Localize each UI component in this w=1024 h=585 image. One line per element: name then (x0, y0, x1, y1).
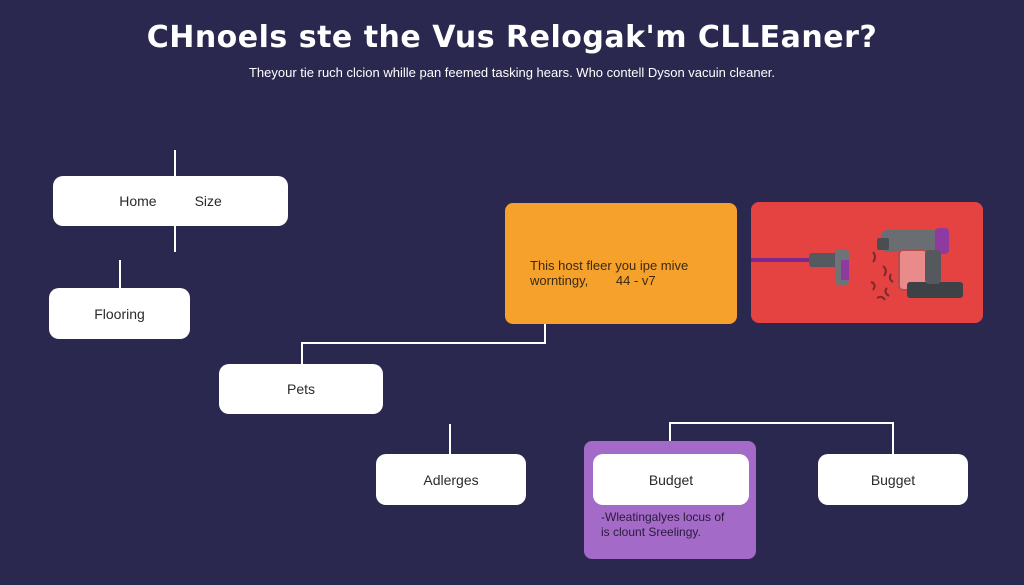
node-allergies-label: Adlerges (423, 471, 479, 488)
connector-budgets (669, 422, 894, 455)
node-pets-label: Pets (286, 381, 315, 397)
image-card-red (751, 202, 983, 323)
node-budget-b-label: Bugget (870, 471, 916, 488)
orange-card-line2-text: worntingy, (530, 273, 589, 288)
purple-card-line2: is clount Sreelingy. (601, 525, 701, 539)
node-home-size[interactable]: Home Size (53, 176, 288, 226)
purple-card-text: -Wleatingalyes locus of is clount Sreeli… (601, 510, 751, 540)
node-flooring-label: Flooring (94, 305, 145, 322)
node-size-label: Size (194, 193, 222, 209)
purple-card-line1: -Wleatingalyes locus of (601, 510, 725, 524)
node-budget-b[interactable]: Bugget (818, 454, 968, 505)
orange-card-line1: This host fleer you ipe mive (530, 258, 689, 273)
page-subtitle: Theyour tie ruch clcion whille pan feeme… (248, 65, 776, 80)
page-title: CHnoels ste the Vus Relogak'm CLLEaner? (146, 20, 878, 55)
node-budget-a-label: Budget (648, 471, 694, 488)
node-pets[interactable]: Pets (219, 364, 383, 414)
node-budget-a[interactable]: Budget (593, 454, 749, 505)
node-allergies[interactable]: Adlerges (376, 454, 526, 505)
info-card-orange: This host fleer you ipe mive worntingy, … (505, 203, 737, 324)
orange-card-value: 44 - v7 (615, 273, 656, 288)
node-home-label: Home (119, 193, 157, 209)
vacuum-cleaner-icon (751, 228, 963, 301)
node-flooring[interactable]: Flooring (49, 288, 190, 339)
connector-pets-orange (301, 323, 546, 365)
orange-card-line2: worntingy, 44 - v7 (530, 273, 737, 288)
